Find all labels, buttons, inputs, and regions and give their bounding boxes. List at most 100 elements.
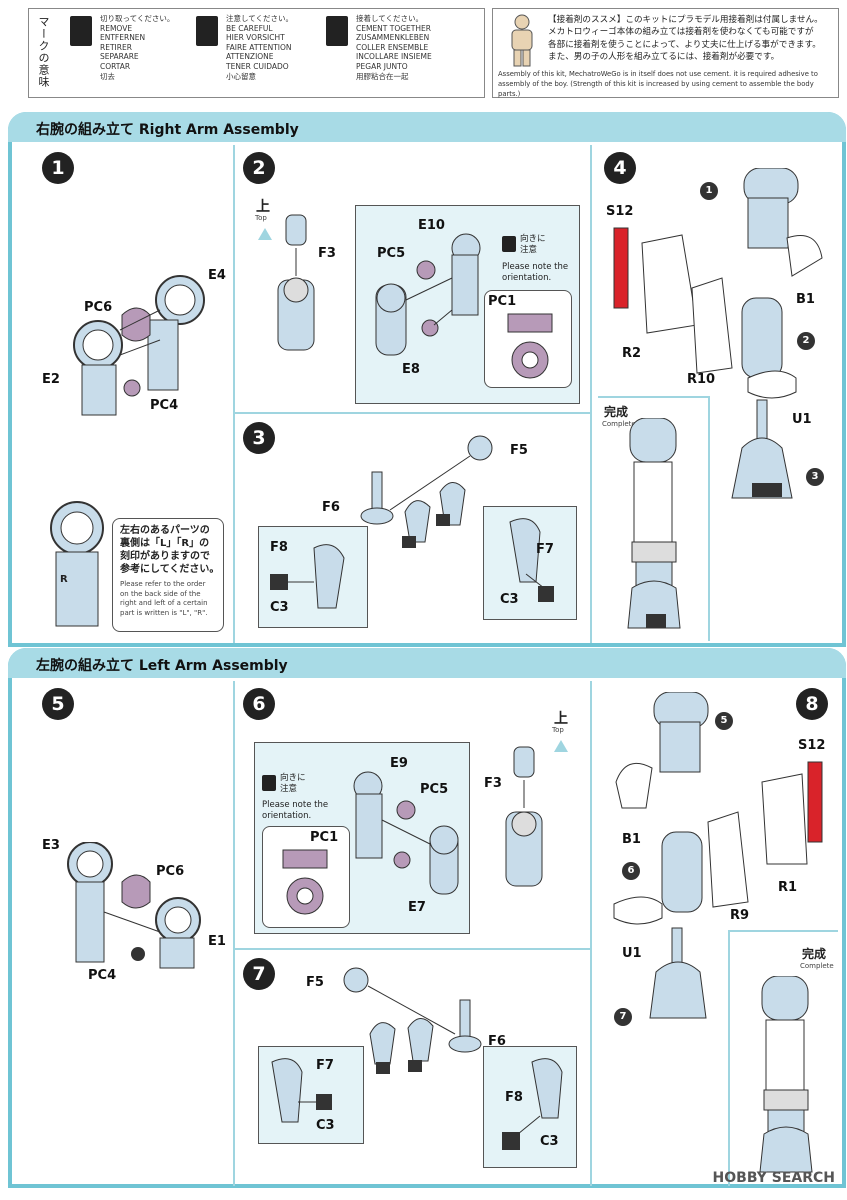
callout: 6 [622,862,640,880]
step-number: 6 [243,688,275,720]
part-label: PC4 [150,398,179,413]
right-arm-title: 右腕の組み立て Right Arm Assembly [36,122,299,138]
orientation-note-jp: 向きに注意 [280,773,306,794]
complete-label-en: Complete [800,962,834,970]
left-arm-title: 左腕の組み立て Left Arm Assembly [36,658,288,674]
cement-note-en: Assembly of this kit, MechatroWeGo is in… [498,70,818,98]
callout: 1 [700,182,718,200]
part-label: E8 [402,362,420,377]
part-label: E9 [390,756,408,771]
cement-icon [326,16,348,46]
part-label: R1 [778,880,798,895]
part-label: E4 [208,268,226,283]
divider [233,681,235,1186]
divider [590,681,592,1186]
part-label: PC6 [84,300,113,315]
cut-icon [70,16,92,46]
step-number: 4 [604,152,636,184]
right-arm-complete-illustration [627,418,681,629]
complete-label: 完成 [604,405,629,419]
part-label: C3 [316,1118,335,1133]
step4-assembly [613,168,823,499]
step2-assembly [277,214,315,351]
cement-note-jp: 【接着剤のススメ】このキットにプラモデル用接着剤は付属しません。メカトロウィーゴ… [548,15,823,63]
divider [233,145,235,643]
divider [235,412,590,414]
step5-illustration [67,842,201,969]
part-label: R10 [687,372,716,387]
watermark: HOBBY SEARCH [712,1170,835,1186]
part-label: F8 [270,540,288,555]
part-label: F7 [316,1058,334,1073]
part-label: S12 [798,738,826,753]
divider [708,396,710,641]
part-label: U1 [622,946,642,961]
part-label: R9 [730,908,750,923]
boy-figure-icon [511,14,533,67]
complete-label-en: Complete [602,420,636,428]
part-label: E7 [408,900,426,915]
step-number: 5 [42,688,74,720]
part-label: E3 [42,838,60,853]
legend-label: マークの意味 [37,16,50,88]
part-label: E1 [208,934,226,949]
step-number: 1 [42,152,74,184]
caution-icon [262,775,276,791]
step-number: 8 [796,688,828,720]
left-arm-header [8,648,846,678]
complete-label: 完成 [802,947,827,961]
divider [590,145,592,643]
part-label: E10 [418,218,445,233]
up-arrow-icon [554,740,568,752]
part-label: C3 [500,592,519,607]
part-label: PC5 [377,246,406,261]
part-label: B1 [796,292,815,307]
step-number: 3 [243,422,275,454]
lr-mark-illustration [50,501,104,627]
step3-assembly [360,435,493,548]
up-label-en: Top [552,726,564,734]
f7-c3-illustration [271,1058,332,1123]
up-label-en: Top [255,214,267,222]
part-label: F3 [484,776,502,791]
legend-box [28,8,485,98]
lr-note-jp: 左右のあるパーツの裏側は「L」「R」の刻印がありますので参考にしてください。 [120,525,220,575]
divider [728,930,730,1186]
part-label: F5 [510,443,528,458]
f8-c3-illustration [270,544,345,609]
step2-detail-parts [375,233,481,356]
part-label: F3 [318,246,336,261]
step8-assembly [613,692,823,1019]
pc1-illustration [507,313,553,379]
orientation-note-jp: 向きに注意 [520,234,546,255]
pc1-illustration [282,849,328,915]
part-label: E2 [42,372,60,387]
up-label: 上 [256,199,270,215]
left-arm-complete-illustration [759,976,813,1173]
right-arm-header [8,112,846,142]
lr-note-box [112,518,224,632]
step6-detail-parts [353,771,459,895]
part-label: F6 [322,500,340,515]
part-label: PC6 [156,864,185,879]
divider [598,396,708,398]
callout: 7 [614,1008,632,1026]
f7-c3-illustration [509,518,554,602]
part-label: PC4 [88,968,117,983]
part-label: F7 [536,542,554,557]
part-label: C3 [270,600,289,615]
part-label: B1 [622,832,641,847]
part-label: PC1 [310,830,339,845]
part-label: F8 [505,1090,523,1105]
up-label: 上 [554,711,568,727]
callout: 2 [797,332,815,350]
step7-detail-right [483,1046,577,1168]
step6-assembly [505,746,543,887]
f8-c3-illustration [502,1058,563,1150]
up-arrow-icon [258,228,272,240]
